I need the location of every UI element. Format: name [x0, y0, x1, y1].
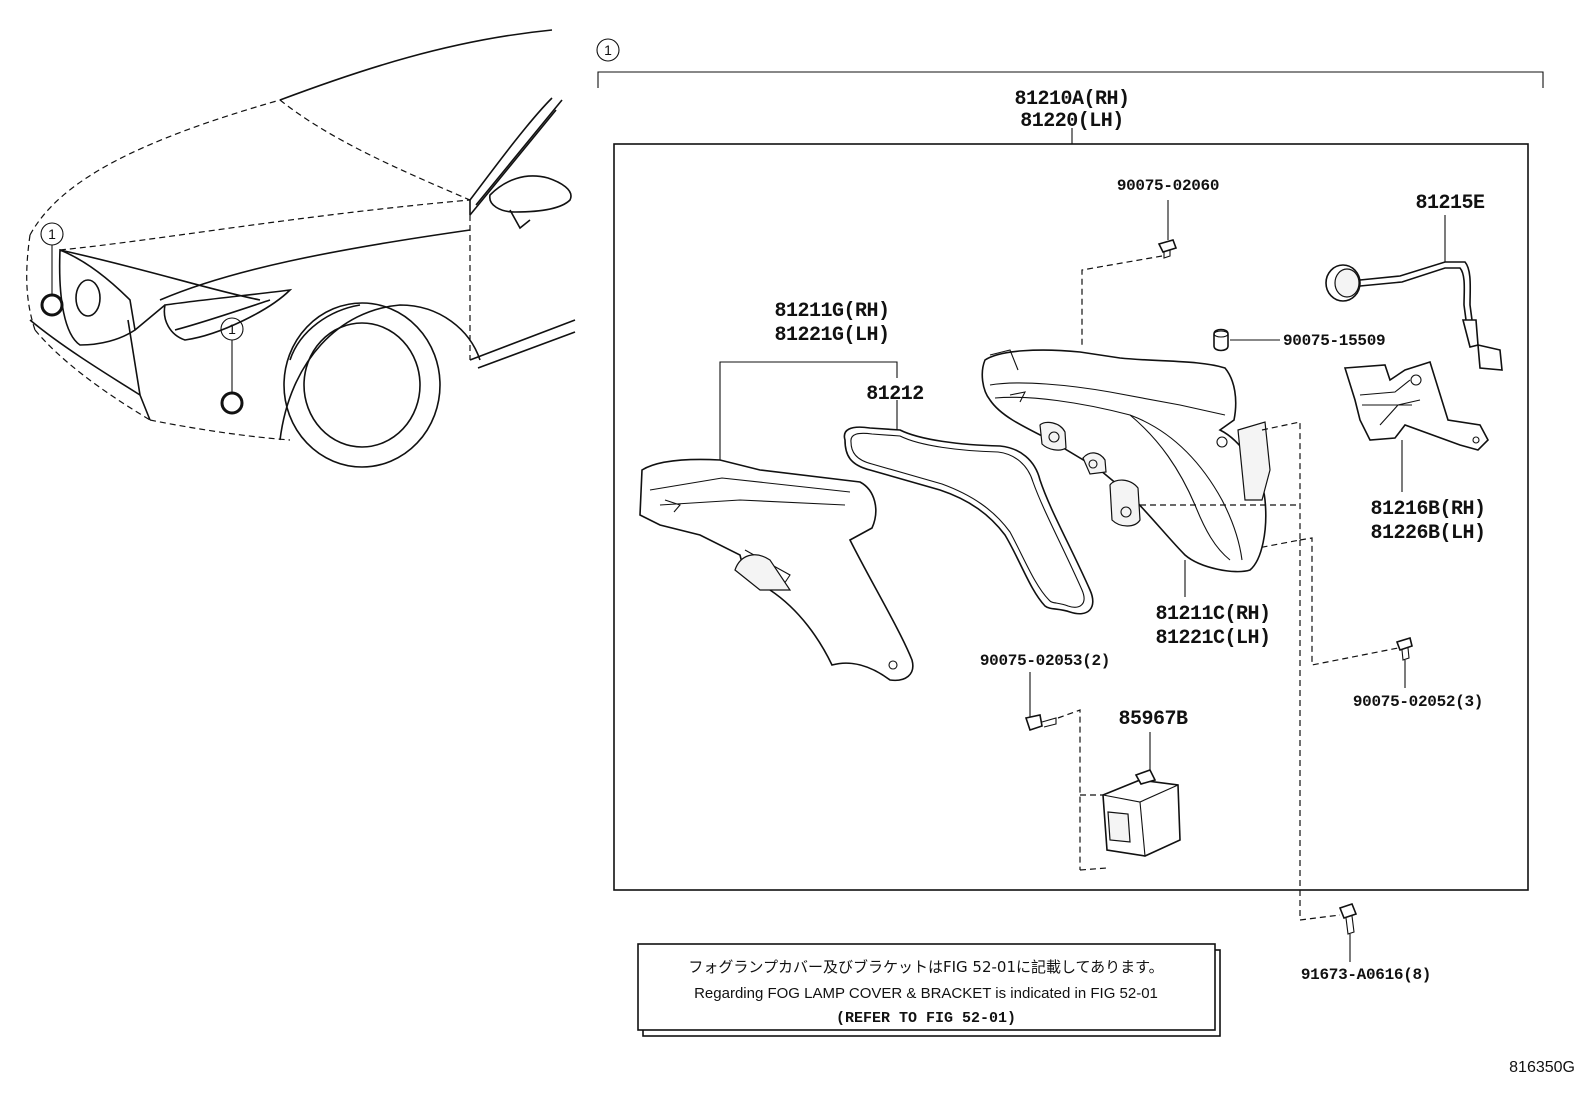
lens-cover-part: [639, 361, 914, 682]
gasket-part: [843, 400, 1094, 615]
callout-label: 1: [604, 42, 612, 58]
part-number-assembly-lh: 81220(LH): [1020, 110, 1124, 133]
part-number-grommet: 90075-15509: [1283, 332, 1385, 350]
part-number-socket-bulb: 81215E: [1415, 192, 1485, 215]
part-number-screw-right: 90075-02052(3): [1353, 693, 1483, 711]
part-number-assembly-rh: 81210A(RH): [1014, 88, 1129, 111]
part-number-housing-rh: 81211C(RH): [1155, 603, 1270, 626]
part-number-bracket-rh: 81216B(RH): [1370, 498, 1485, 521]
note-reference: (REFER TO FIG 52-01): [836, 1010, 1016, 1027]
part-number-gasket: 81212: [866, 383, 924, 406]
screw-left-part: [1024, 672, 1081, 870]
assembly-frame: [613, 143, 1529, 891]
note-japanese: フォグランプカバー及びブラケットはFIG 52-01に記載してあります。: [688, 958, 1163, 976]
screw-right-part: [1395, 636, 1413, 688]
callout-label: 1: [48, 226, 56, 242]
callout-label: 1: [228, 321, 236, 337]
note-box: フォグランプカバー及びブラケットはFIG 52-01に記載してあります。 Reg…: [637, 943, 1221, 1037]
part-number-screw-left: 90075-02053(2): [980, 652, 1110, 670]
ecu-part: [1079, 732, 1181, 871]
part-number-lens-cover-lh: 81221G(LH): [774, 324, 889, 347]
part-number-housing-lh: 81221C(LH): [1155, 627, 1270, 650]
car-front-illustration: 1 1: [26, 29, 576, 468]
part-number-bolt: 91673-A0616(8): [1301, 966, 1431, 984]
part-number-ecu: 85967B: [1118, 708, 1188, 731]
bracket-part: [1343, 360, 1489, 492]
socket-bulb-part: [1325, 215, 1503, 371]
grommet-part: [1213, 328, 1280, 352]
part-number-screw-top: 90075-02060: [1117, 177, 1219, 195]
housing-part: [981, 349, 1271, 597]
note-english: Regarding FOG LAMP COVER & BRACKET is in…: [694, 985, 1158, 1002]
part-number-bracket-lh: 81226B(LH): [1370, 522, 1485, 545]
screw-top-part: [1081, 200, 1178, 345]
part-number-lens-cover-rh: 81211G(RH): [774, 300, 889, 323]
figure-id: 816350G: [1509, 1059, 1575, 1076]
assembly-leader-lines: [1140, 421, 1399, 921]
bolt-part: [1338, 903, 1358, 962]
assembly-group-bracket: 1: [596, 38, 1544, 88]
